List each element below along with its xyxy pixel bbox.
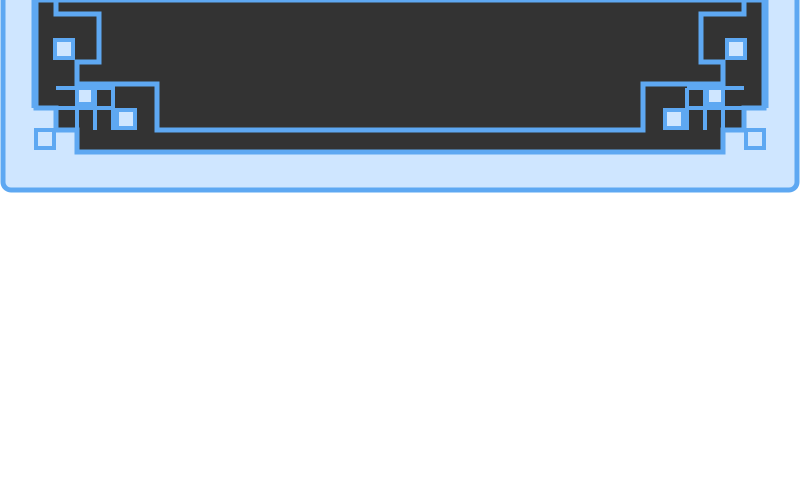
- inner-dark-lower-strip: [33, 0, 767, 155]
- lattice-corner-left-icon: [34, 38, 137, 150]
- lattice-corner-right-icon: [663, 38, 766, 150]
